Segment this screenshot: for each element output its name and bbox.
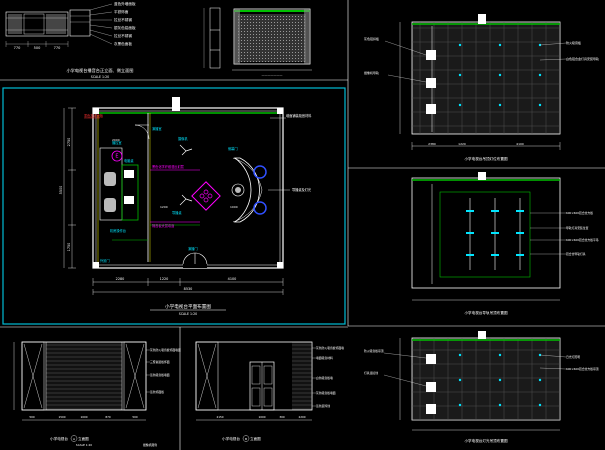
- svg-text:E: E: [115, 154, 118, 160]
- elev-a-title: 小学电视台: [50, 436, 68, 441]
- plan-dim-inner-3: 1000: [230, 205, 238, 209]
- elev-b-label-3: 白色吸音板墙: [316, 376, 333, 380]
- ceiling1-label-left-2: 摄像机导轨: [364, 70, 379, 75]
- ceiling-plan-2: [411, 172, 566, 289]
- ceiling1-dim-1: 2380: [428, 142, 436, 146]
- ceiling1-dim-2: 1220: [458, 142, 466, 146]
- elev-b-label-5: 蓝色装饰线: [316, 404, 330, 408]
- plan-dim-bottom-1: 2280: [116, 277, 125, 281]
- podium-label-2: 平铁饰面: [114, 9, 129, 14]
- ceiling2-label-2: 导轨灯具安装位置: [566, 226, 589, 230]
- elev-b-label-1: 灰色防火吸音板饰面墙: [316, 346, 344, 350]
- room-label-computer-desk: 电脑桌: [124, 158, 134, 163]
- ceiling1-title: 小学电视台吊顶灯位布置图: [464, 156, 508, 161]
- plan-note-top-right: 墙面铺装吸音材料: [286, 113, 312, 118]
- ceiling1-label-right-1: 防火吸音板: [566, 40, 581, 45]
- elev-b-label-2: 墙面吸音材料: [316, 356, 333, 360]
- plan-note-mid-2: 隔音板夹层墙面: [152, 223, 174, 228]
- plan-dim-total: 8530: [184, 287, 193, 291]
- ceiling-plan-1: [399, 14, 561, 150]
- podium-label-4: 银灰色铝面板: [114, 25, 136, 30]
- ceiling1-label-right-2: 白色铝合金灯具安装导轨: [566, 56, 599, 61]
- svg-text:———————: ———————: [262, 73, 283, 77]
- plan-dimensions: [63, 107, 284, 295]
- ceiling3-title: 小学电视台灯光吊顶布置图: [464, 438, 508, 443]
- ceiling2-label-1: 600×600铝合金方板: [566, 211, 593, 215]
- elev-b-suffix: 立面图: [250, 436, 261, 441]
- ceiling3-label-left-1: 防火吸音板吊顶: [364, 349, 384, 353]
- room-label-studio: 演播室: [152, 126, 162, 131]
- elev-a-dim-1: 500: [29, 415, 35, 419]
- top-room-elevation: ———————: [232, 8, 312, 77]
- room-label-exterior-door: 外景门: [100, 258, 110, 263]
- elevation-a: [13, 341, 150, 421]
- room-label-console: 机房操作台: [110, 228, 126, 233]
- elev-a-label-4: 蓝色饰面板: [150, 390, 164, 394]
- elev-b-title: 小学电视台: [222, 436, 240, 441]
- elev-a-label-2: 三聚氰胺板饰面: [150, 360, 170, 364]
- plan-frame: [2, 87, 346, 325]
- ceiling2-label-4: 铝合金导轨灯具: [566, 252, 586, 256]
- bottom-legend-label: 摄像机图例: [143, 443, 157, 447]
- plan-dim-bottom-2: 1220: [160, 277, 169, 281]
- ceiling2-title: 小学电视台导轨吊顶布置图: [464, 310, 508, 315]
- elev-b-dim-3: 300: [279, 415, 285, 419]
- elev-b-dim-1: 2150: [216, 415, 223, 419]
- elev-a-dim-4: 870: [105, 415, 111, 419]
- podium-elevation: 770 500 770: [5, 3, 113, 50]
- elev-a-suffix: 立面图: [78, 436, 89, 441]
- plan-note-top-left: 墨色挂墙面板: [84, 113, 104, 118]
- room-label-side-door: 侧幕门: [228, 146, 238, 151]
- plan-dim-left-2: 5500: [59, 186, 63, 195]
- elev-b-label-4: 灰色吸音板墙面: [316, 391, 336, 395]
- podium-dim-3: 770: [54, 46, 61, 50]
- podium-title: 小学电视台播音台正立面、侧立面图: [66, 67, 133, 74]
- elevation-b: [195, 341, 316, 421]
- podium-label-5: 拉丝不锈钢: [114, 33, 132, 38]
- elev-a-scale: SCALE 1:20: [76, 443, 92, 447]
- elev-a-label-3: 蓝色吸音板墙面: [150, 373, 170, 377]
- podium-dim-2: 500: [34, 46, 41, 50]
- podium-label-6: 灰黑色面板: [114, 41, 132, 46]
- ceiling-plan-3: [399, 331, 561, 431]
- elev-a-dim-5: 500: [132, 415, 138, 419]
- podium-labels: 蓝色外墙面板 平铁饰面 拉丝不锈钢 银灰色铝面板 拉丝不锈钢 灰黑色面板: [114, 1, 136, 46]
- ceiling3-label-right-1: 日光灯照明: [566, 355, 580, 359]
- plan-scale: SCALE 1:20: [179, 312, 197, 316]
- room-label-control: 播控室: [112, 140, 122, 145]
- plan-note-right: 导播桌及灯光: [292, 187, 312, 192]
- plan-dim-left-1: 2750: [67, 138, 71, 147]
- room-label-director-desk: 导播桌: [172, 210, 182, 215]
- plan-dim-inner-1: 2000: [112, 138, 120, 142]
- plan-note-mid-1: 黑色化学纤维漫反射层: [152, 164, 184, 169]
- ceiling1-label-left-1: 灰色铝扣板: [364, 36, 379, 41]
- plan-dim-left-3: 1750: [67, 243, 71, 252]
- ceiling2-label-3: 600×600铝合金方板平吊: [566, 238, 599, 242]
- plan-dim-inner-2: 1200: [160, 205, 168, 209]
- elev-a-dim-3: 1000: [80, 415, 87, 419]
- elev-b-dim-2: 1000: [258, 415, 265, 419]
- podium-label-1: 蓝色外墙面板: [114, 1, 136, 6]
- room-label-camera: 摄像机: [178, 136, 188, 141]
- elev-b-badge: B: [245, 437, 247, 441]
- ceiling1-dim-3: 4100: [516, 142, 524, 146]
- elev-b-dim-4: 2200: [298, 415, 305, 419]
- podium-dim-1: 770: [14, 46, 21, 50]
- podium-side-elevation: [203, 7, 221, 69]
- plan-title: 小学电视台平面布置图: [165, 303, 211, 310]
- floor-plan: E 黑色化学纤维漫反射层 隔音板夹层墙面 导播桌: [84, 97, 312, 269]
- ceiling3-label-left-2: 灯具连接线: [364, 371, 378, 375]
- ceiling3-label-right-2: 600×600铝合金方板吊顶: [566, 367, 599, 371]
- podium-scale: SCALE 1:20: [91, 75, 109, 79]
- podium-label-3: 拉丝不锈钢: [114, 17, 132, 22]
- room-label-studio-door: 演播门: [188, 246, 198, 251]
- elev-a-dim-2: 1500: [58, 415, 65, 419]
- elev-a-badge: A: [73, 437, 76, 441]
- plan-dim-bottom-3: 4100: [228, 277, 237, 281]
- elev-a-label-1: 灰色防火吸音板饰面墙面: [150, 348, 181, 352]
